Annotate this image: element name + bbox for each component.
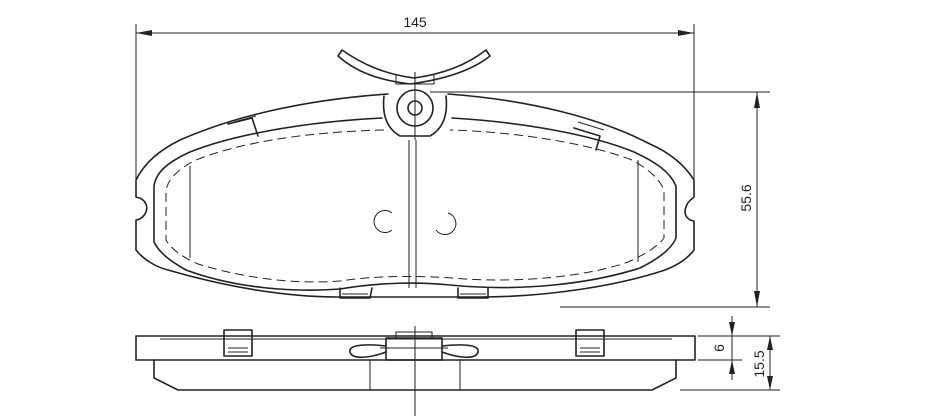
- spring-clip-base: [395, 74, 435, 85]
- backing-plate-outline: [135, 93, 695, 298]
- pad-side-view: [135, 326, 696, 416]
- dimension-width: 145: [135, 14, 695, 196]
- dimension-height-value: 55.6: [738, 184, 754, 211]
- side-center-spring: [349, 331, 479, 361]
- dimension-backing-thickness: 6: [698, 316, 742, 380]
- wire-spring-clip: [337, 49, 491, 85]
- side-clip-left: [223, 329, 253, 357]
- side-clip-right: [575, 329, 605, 357]
- dimension-width-value: 145: [403, 14, 427, 30]
- shim-tab-top-right: [573, 121, 605, 151]
- shim-tab-bottom-right: [457, 287, 489, 299]
- pad-front-view: [135, 49, 695, 299]
- wear-indicator-right: [435, 212, 457, 236]
- dimension-total-thickness: 15.5: [680, 335, 780, 391]
- friction-inner-dashed-line: [165, 129, 665, 283]
- friction-material-outline: [153, 117, 677, 291]
- dimension-height: 55.6: [430, 91, 770, 308]
- dimension-total-thickness-value: 15.5: [751, 350, 767, 377]
- shim-tab-top-left: [227, 115, 259, 137]
- wear-indicator-left: [373, 210, 393, 233]
- shim-tab-bottom-left: [339, 287, 373, 299]
- dimension-backing-thickness-value: 6: [711, 344, 727, 352]
